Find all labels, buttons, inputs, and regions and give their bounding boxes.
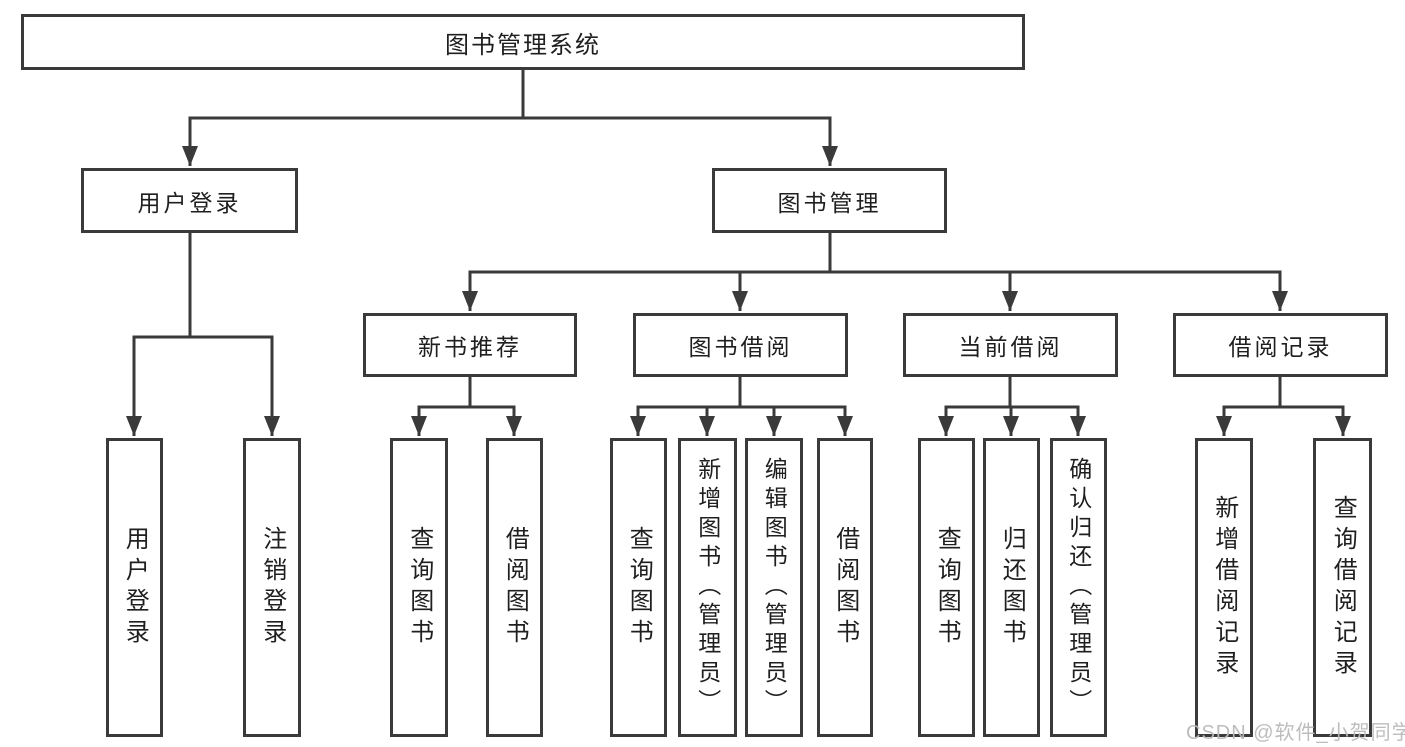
node-label: 注销登录: [258, 525, 286, 650]
node-label: 新增图书（管理员）: [694, 457, 721, 718]
node-label: 查询图书: [625, 525, 653, 650]
node-label: 图书借阅: [688, 334, 793, 360]
leaf-query-borrow-record: 查询借阅记录: [1313, 438, 1372, 737]
node-label: 查询图书: [933, 525, 961, 650]
node-label: 借阅图书: [501, 525, 529, 650]
node-label: 归还图书: [998, 525, 1026, 650]
leaf-query-books-current: 查询图书: [918, 438, 975, 737]
node-label: 图书管理: [777, 189, 882, 216]
leaf-query-books-recommend: 查询图书: [390, 438, 448, 737]
node-label: 图书管理系统: [445, 31, 601, 59]
node-book-borrowing: 图书借阅: [633, 313, 848, 377]
node-label: 查询借阅记录: [1329, 494, 1357, 681]
leaf-edit-books-admin: 编辑图书（管理员）: [745, 438, 803, 737]
leaf-logout: 注销登录: [243, 438, 301, 737]
node-user-login: 用户登录: [81, 168, 298, 233]
node-new-book-recommendation: 新书推荐: [363, 313, 577, 377]
node-label: 新增借阅记录: [1210, 494, 1238, 681]
node-label: 确认归还（管理员）: [1065, 457, 1092, 718]
leaf-borrow-books: 借阅图书: [817, 438, 873, 737]
node-label: 用户登录: [137, 189, 242, 216]
node-label: 用户登录: [121, 525, 149, 650]
leaf-query-books-borrow: 查询图书: [610, 438, 667, 737]
node-label: 借阅图书: [831, 525, 859, 650]
leaf-confirm-return-admin: 确认归还（管理员）: [1050, 438, 1107, 737]
leaf-borrow-books-recommend: 借阅图书: [486, 438, 543, 737]
node-book-management: 图书管理: [712, 168, 947, 233]
node-current-borrowing: 当前借阅: [903, 313, 1118, 377]
leaf-add-books-admin: 新增图书（管理员）: [678, 438, 737, 737]
node-library-system: 图书管理系统: [21, 14, 1025, 70]
node-label: 当前借阅: [958, 334, 1063, 360]
leaf-user-login: 用户登录: [106, 438, 163, 737]
node-label: 借阅记录: [1228, 334, 1333, 360]
csdn-watermark: CSDN @软件_小贺同学: [1186, 722, 1405, 744]
node-borrowing-records: 借阅记录: [1173, 313, 1388, 377]
leaf-add-borrow-record: 新增借阅记录: [1195, 438, 1253, 737]
node-label: 新书推荐: [418, 334, 522, 360]
leaf-return-books: 归还图书: [983, 438, 1040, 737]
node-label: 查询图书: [405, 525, 433, 650]
node-label: 编辑图书（管理员）: [761, 457, 788, 718]
